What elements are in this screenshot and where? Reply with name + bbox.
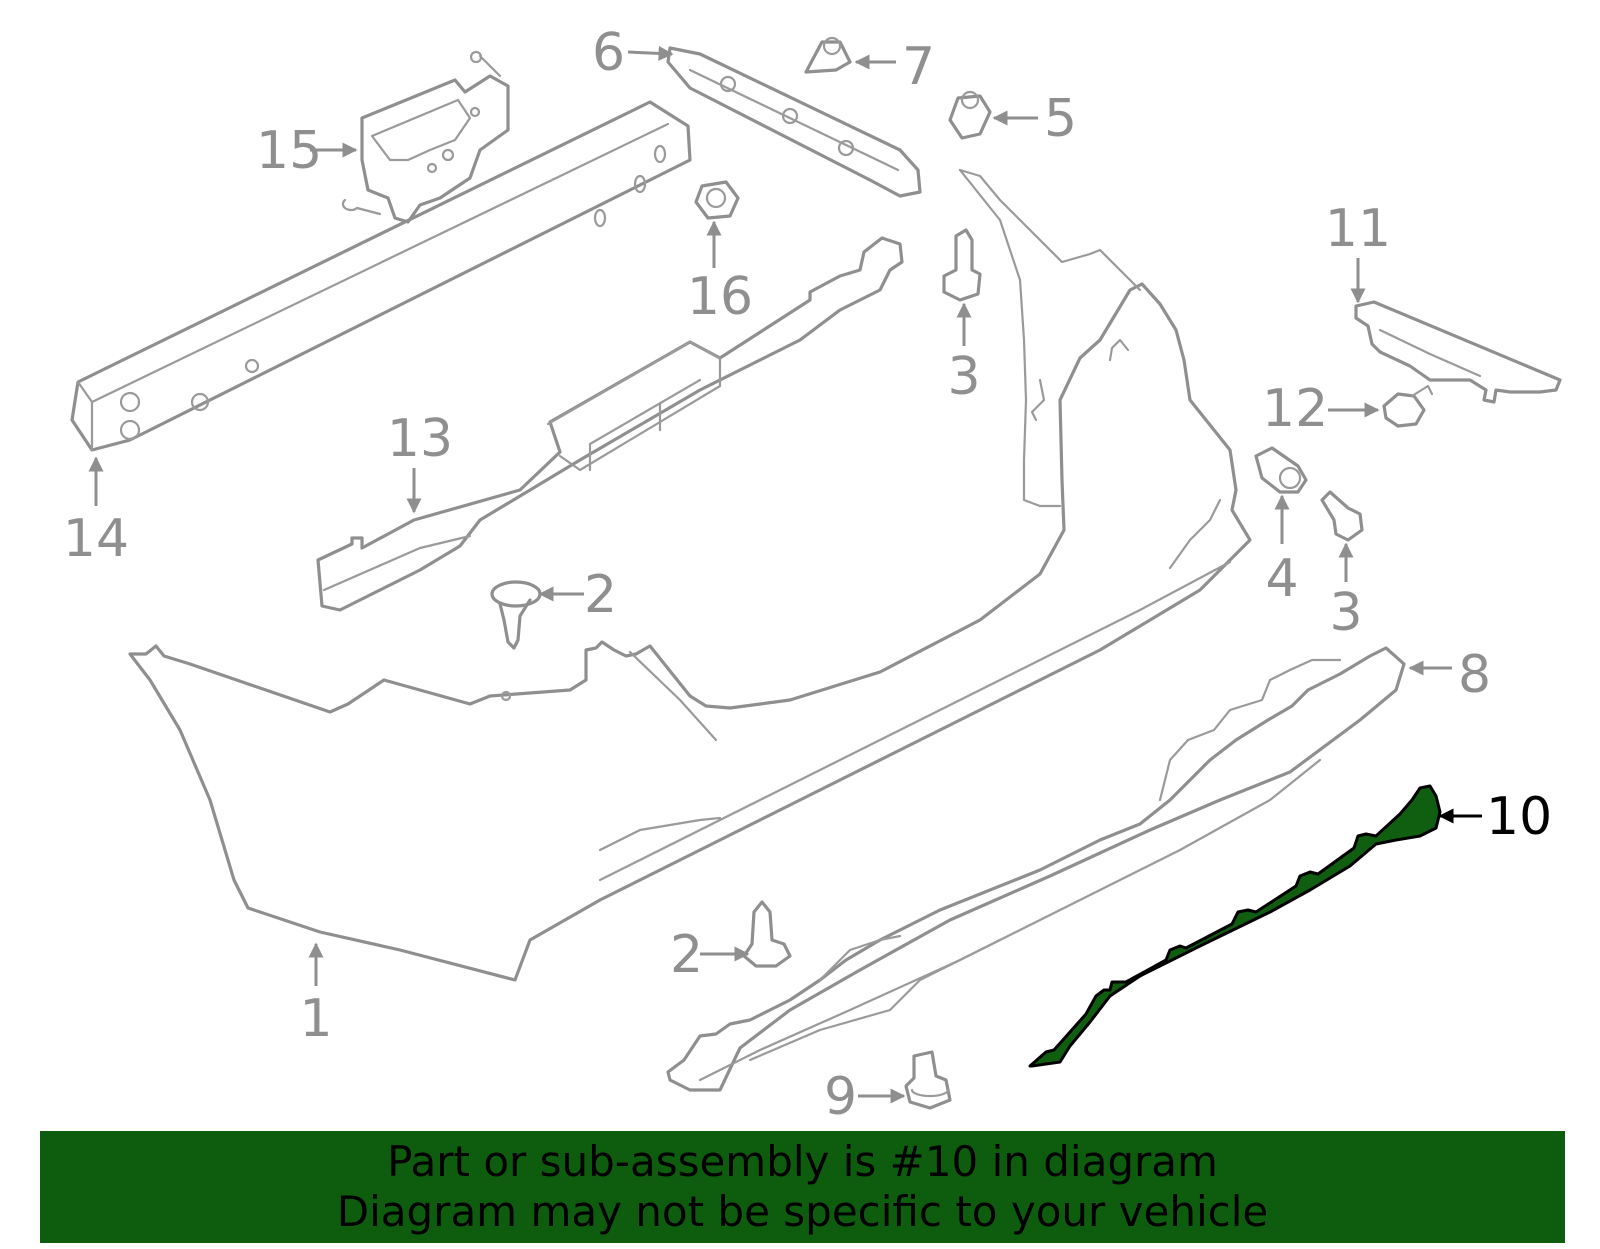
callout-labels: 1 2 2 3 3 4 5 6 7 8 9 10 11 12 13 14 15 …: [63, 23, 1552, 1127]
callout-14: 14: [63, 509, 129, 569]
part-10-highlighted-trim: [1028, 784, 1442, 1068]
callout-10: 10: [1486, 787, 1552, 847]
part-1-bumper-cover: [128, 168, 1252, 982]
part-15-bracket: [341, 50, 510, 224]
part-11-trim: [1354, 300, 1562, 404]
part-2-push-pin-upper: [490, 580, 542, 650]
part-7-clip: [804, 36, 852, 74]
part-8-lower-valance: [666, 646, 1406, 1092]
callout-5: 5: [1044, 89, 1077, 149]
callout-9: 9: [824, 1067, 857, 1127]
callout-15: 15: [256, 121, 322, 181]
part-5-nut: [948, 90, 992, 140]
callout-2-upper: 2: [584, 565, 617, 625]
part-16-nut: [694, 180, 740, 220]
part-3-bolt-lower: [1320, 490, 1364, 542]
part-12-bolt: [1382, 384, 1434, 428]
part-9-fastener: [904, 1050, 952, 1110]
part-4-grommet: [1254, 446, 1308, 494]
callout-1: 1: [299, 989, 332, 1049]
callout-11: 11: [1325, 199, 1391, 259]
part-6-upper-guide: [666, 46, 922, 198]
part-2-push-pin-lower: [742, 900, 792, 968]
callout-7: 7: [902, 37, 935, 97]
callout-4: 4: [1265, 549, 1298, 609]
part-13-energy-absorber: [316, 236, 904, 612]
callout-12: 12: [1262, 379, 1328, 439]
callout-3-lower: 3: [1329, 583, 1362, 643]
callout-arrows: [88, 45, 1482, 1104]
callout-2-lower: 2: [670, 925, 703, 985]
info-banner: Part or sub-assembly is #10 in diagram D…: [40, 1131, 1565, 1243]
callout-16: 16: [687, 267, 753, 327]
part-3-bolt-upper: [942, 228, 982, 302]
banner-line-1: Part or sub-assembly is #10 in diagram: [387, 1137, 1218, 1186]
callout-6: 6: [592, 23, 625, 83]
banner-line-2: Diagram may not be specific to your vehi…: [336, 1187, 1269, 1236]
part-14-reinforcement-beam: [70, 100, 692, 452]
callout-3-upper: 3: [947, 347, 980, 407]
callout-8: 8: [1458, 645, 1491, 705]
callout-13: 13: [387, 409, 453, 469]
